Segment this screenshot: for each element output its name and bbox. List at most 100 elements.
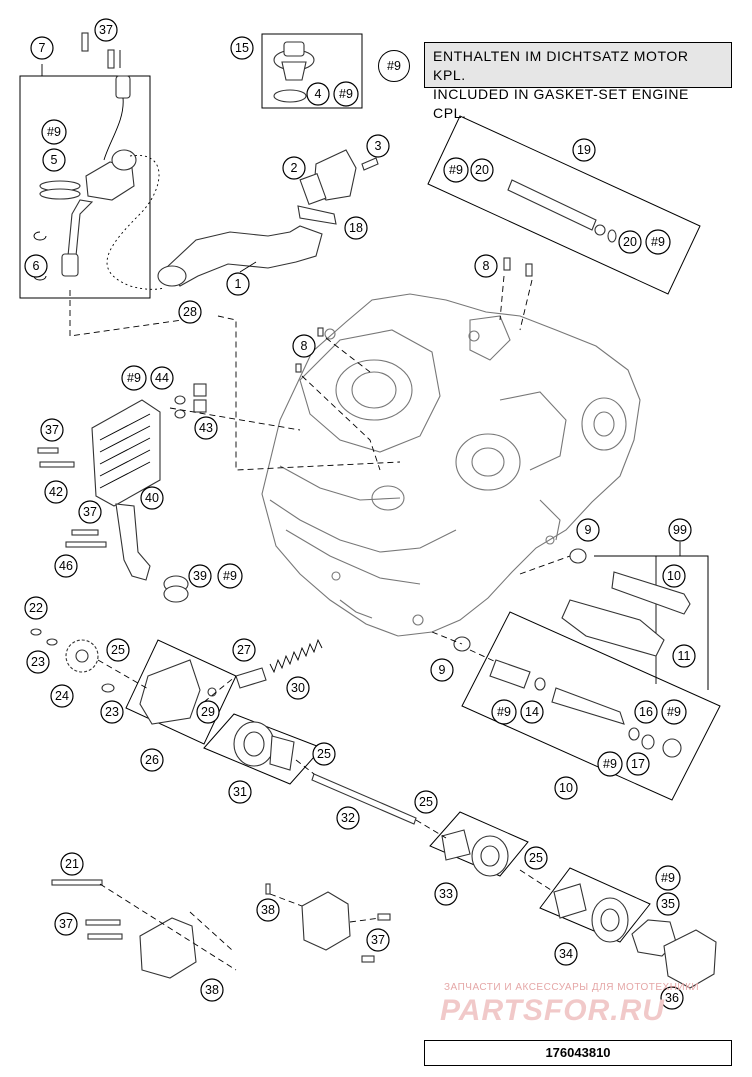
svg-text:8: 8	[301, 339, 308, 353]
svg-text:34: 34	[559, 947, 573, 961]
svg-text:28: 28	[183, 305, 197, 319]
callout-18: 18	[344, 216, 368, 240]
callout-37: 37	[94, 18, 118, 42]
o-ring-16	[628, 727, 640, 741]
svg-text:3: 3	[375, 139, 382, 153]
svg-text:37: 37	[45, 423, 59, 437]
callout-19: 19	[572, 138, 596, 162]
callout-9: 9	[430, 658, 454, 682]
svg-text:37: 37	[99, 23, 113, 37]
oil-screen-10	[551, 687, 625, 725]
pump-shaft-32	[311, 773, 417, 825]
svg-text:37: 37	[83, 505, 97, 519]
pump-cover-36	[663, 929, 717, 989]
svg-text:42: 42	[49, 485, 63, 499]
svg-text:38: 38	[205, 983, 219, 997]
svg-text:25: 25	[317, 747, 331, 761]
callout-25: 25	[312, 742, 336, 766]
svg-text:20: 20	[623, 235, 637, 249]
callout-11: 11	[672, 644, 696, 668]
oil-level-sensor-assembly	[33, 75, 137, 281]
rotor-33-gear	[441, 829, 471, 861]
callout-21: 21	[60, 852, 84, 876]
svg-text:27: 27	[237, 643, 251, 657]
pump-cover-26	[139, 659, 201, 725]
legend-tag: #9	[378, 50, 410, 82]
screw-37	[87, 933, 123, 940]
callout-32: 32	[336, 806, 360, 830]
callout-38: 38	[256, 898, 280, 922]
screw-42	[39, 461, 75, 468]
rotor-34-inner	[600, 908, 620, 932]
sleeve-14	[489, 659, 531, 689]
rotor-31-inner	[243, 731, 265, 757]
callout-31: 31	[228, 780, 252, 804]
callout-34: 34	[554, 942, 578, 966]
callout-1: 1	[226, 272, 250, 296]
legend-line-de: ENTHALTEN IM DICHTSATZ MOTOR KPL.	[433, 48, 689, 83]
svg-text:43: 43	[199, 421, 213, 435]
screw-37	[71, 529, 99, 536]
callout-20: 20	[618, 230, 642, 254]
svg-text:38: 38	[261, 903, 275, 917]
spring-30	[269, 638, 323, 674]
svg-text:#9: #9	[47, 125, 61, 139]
svg-text:#9: #9	[603, 757, 617, 771]
svg-text:35: 35	[661, 897, 675, 911]
svg-text:14: 14	[525, 705, 539, 719]
screw-37	[37, 447, 59, 454]
callout-99: 99	[668, 518, 692, 542]
callout-39: 39	[188, 564, 212, 588]
group-box-19	[427, 115, 701, 295]
svg-text:25: 25	[529, 851, 543, 865]
svg-text:22: 22	[29, 601, 43, 615]
callout-25: 25	[106, 638, 130, 662]
svg-text:9: 9	[439, 663, 446, 677]
callout-10: 10	[662, 564, 686, 588]
screw-37	[85, 919, 121, 926]
svg-text:6: 6	[33, 259, 40, 273]
callout-46: 46	[54, 554, 78, 578]
oil-filler-cap	[273, 41, 315, 103]
svg-text:37: 37	[59, 917, 73, 931]
rotor-34-gear	[553, 883, 587, 919]
callout-9-gasket: #9	[333, 81, 359, 107]
callout-33: 33	[434, 882, 458, 906]
pump-cover-middle	[301, 891, 351, 951]
valve-27	[235, 667, 267, 689]
o-ring	[174, 395, 186, 405]
callout-20: 20	[470, 158, 494, 182]
svg-text:4: 4	[315, 87, 322, 101]
callout-17: 17	[626, 752, 650, 776]
group-box-99	[594, 555, 709, 690]
svg-text:25: 25	[111, 643, 125, 657]
svg-text:30: 30	[291, 681, 305, 695]
callout-16: 16	[634, 700, 658, 724]
callout-25: 25	[414, 790, 438, 814]
callout-24: 24	[50, 684, 74, 708]
screw-37	[107, 49, 115, 69]
callout-23: 23	[100, 700, 124, 724]
callout-30: 30	[286, 676, 310, 700]
svg-text:99: 99	[673, 523, 687, 537]
callout-9-gasket: #9	[661, 699, 687, 725]
svg-text:36: 36	[665, 991, 679, 1005]
callout-9-gasket: #9	[121, 365, 147, 391]
svg-text:#9: #9	[339, 87, 353, 101]
svg-text:24: 24	[55, 689, 69, 703]
svg-text:20: 20	[475, 163, 489, 177]
svg-text:37: 37	[371, 933, 385, 947]
svg-text:7: 7	[39, 41, 46, 55]
callout-9-gasket: #9	[443, 157, 469, 183]
pump-cover-lower	[139, 917, 197, 979]
o-ring-17	[641, 734, 655, 750]
gasket-set-legend: ENTHALTEN IM DICHTSATZ MOTOR KPL. INCLUD…	[424, 42, 732, 121]
callout-10: 10	[554, 776, 578, 800]
callout-40: 40	[140, 486, 164, 510]
screw-37	[377, 913, 391, 921]
svg-text:25: 25	[419, 795, 433, 809]
o-ring-9	[569, 548, 587, 564]
callout-37: 37	[366, 928, 390, 952]
oil-filter-11	[561, 599, 665, 657]
